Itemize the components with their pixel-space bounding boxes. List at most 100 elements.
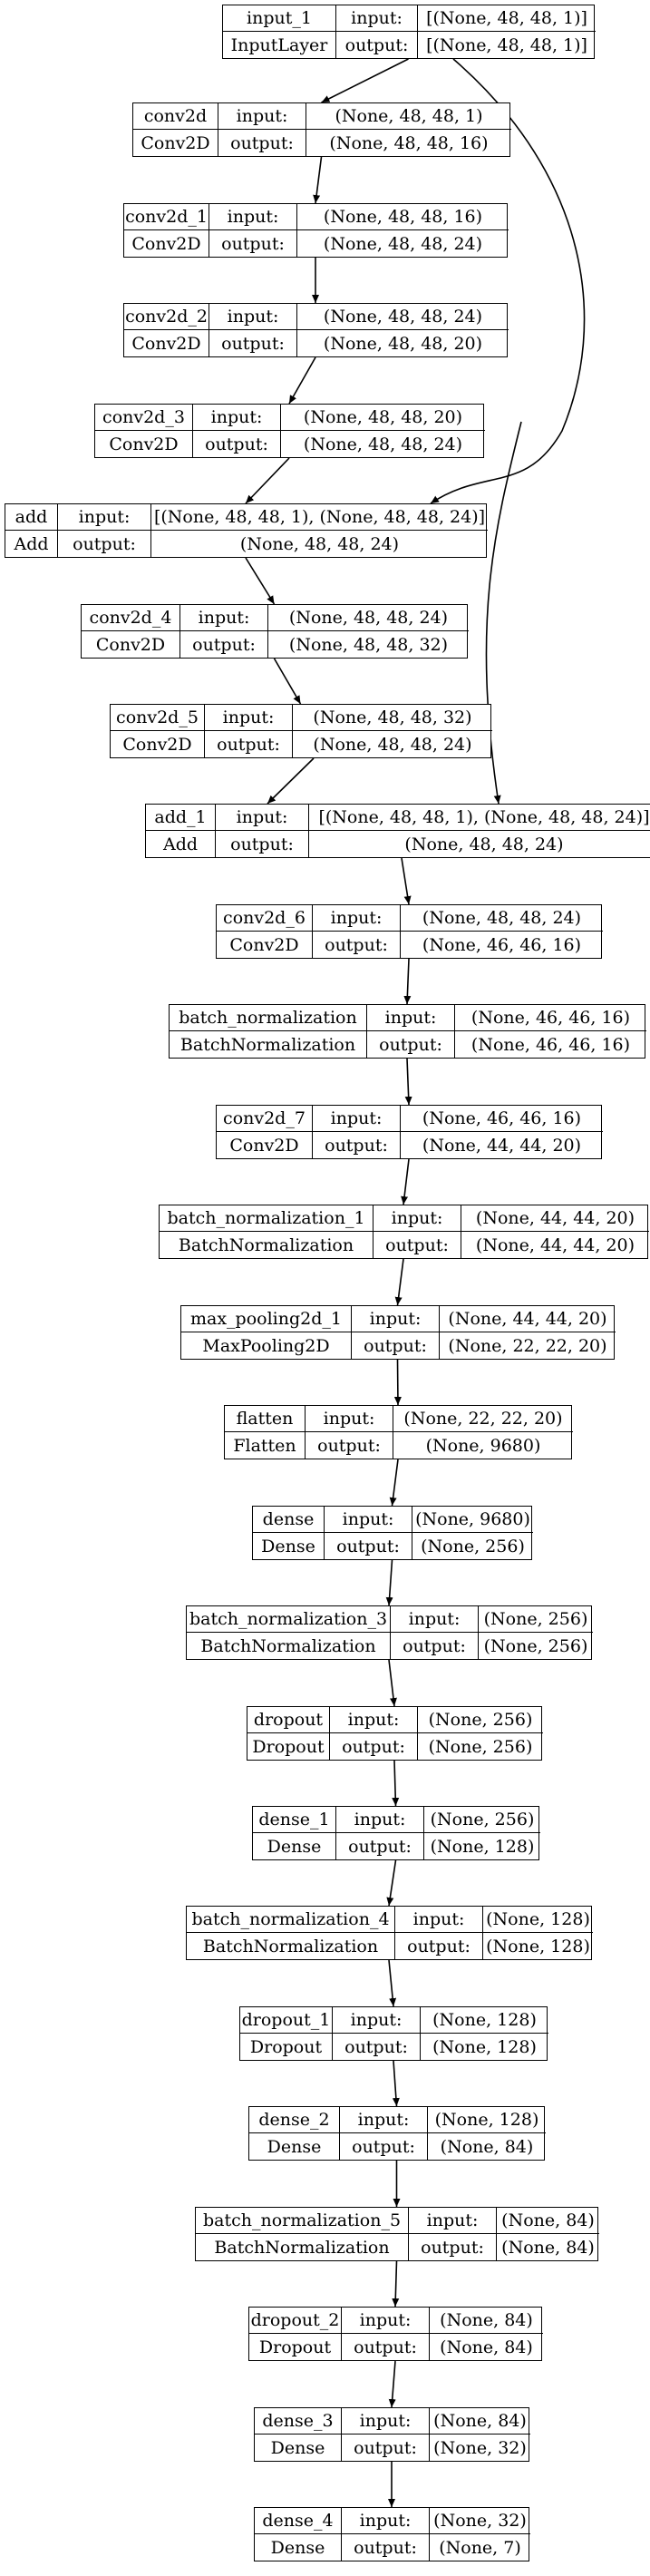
input-label: input: [391,1606,479,1633]
input-label: input: [409,2208,497,2234]
input-label: input: [209,304,297,330]
layer-name: batch_normalization [170,1005,367,1031]
input-label: input: [218,103,306,130]
input-shape: (None, 256) [424,1807,540,1833]
output-label: output: [352,1332,440,1359]
edge-conv2d-4-to-conv2d-5 [273,658,302,705]
output-label: output: [313,1132,401,1158]
edge-dense-1-to-batch-normalization-4 [386,1859,397,1907]
input-label: input: [205,705,293,731]
layer-type: Conv2D [217,932,313,958]
output-label: output: [340,2133,428,2160]
layer-type: Dense [253,1833,336,1859]
input-shape: (None, 46, 46, 16) [401,1106,603,1132]
edge-dense-to-batch-normalization-3 [385,1559,393,1606]
layer-type: BatchNormalization [160,1232,374,1258]
output-label: output: [180,631,268,658]
edge-batch-normalization-to-conv2d-7 [404,1058,412,1106]
edge-conv2d-5-to-add-1 [267,757,315,805]
output-shape: (None, 48, 48, 24) [239,533,400,554]
layer-type: Conv2D [124,230,209,257]
edge-dropout-1-to-dense-2 [392,2060,400,2107]
input-shape: (None, 128) [428,2107,546,2133]
layer-type: InputLayer [223,32,336,58]
output-shape: (None, 44, 44, 20) [475,1234,635,1255]
input-shape: (None, 84) [430,2308,543,2334]
edge-conv2d-7-to-batch-normalization-1 [401,1158,410,1205]
layer-type: Add [146,831,216,857]
output-label: output: [209,330,297,356]
edge-add-1-to-conv2d-6 [401,857,412,905]
layer-type: Dropout [240,2034,333,2060]
edge-flatten-to-dense [389,1459,399,1507]
layer-name: dropout [247,1707,330,1733]
layer-name: dense [253,1507,325,1533]
output-label: output: [325,1533,412,1559]
layer-type: Flatten [225,1432,306,1459]
layer-name: conv2d_6 [217,905,313,932]
output-shape: (None, 48, 48, 24) [323,233,483,254]
input-label: input: [333,2007,421,2034]
output-label: output: [342,2534,430,2561]
input-label: input: [209,204,297,230]
input-shape: (None, 128) [483,1907,593,1933]
layer-type: MaxPooling2D [181,1332,352,1359]
output-label: output: [209,230,297,257]
output-shape: (None, 128) [430,1836,535,1857]
layer-type: Dropout [247,1733,330,1760]
input-shape: [(None, 48, 48, 1), (None, 48, 48, 24)] [309,805,650,831]
edge-dropout-to-dense-1 [392,1760,400,1807]
layer-name: dense_2 [249,2107,340,2133]
layer-name: dropout_1 [240,2007,333,2034]
output-shape: (None, 48, 48, 32) [288,634,449,655]
input-label: input: [342,2508,430,2534]
layer-type: BatchNormalization [187,1633,391,1659]
output-shape: (None, 22, 22, 20) [448,1335,607,1356]
output-shape: (None, 256) [428,1736,533,1757]
output-shape: (None, 256) [483,1635,588,1656]
layer-type: Dense [249,2133,340,2160]
output-label: output: [216,831,309,857]
output-label: output: [333,2034,421,2060]
layer-type: Conv2D [124,330,209,356]
layer-name: conv2d_4 [82,605,180,631]
output-label: output: [336,1833,424,1859]
layer-name: dense_3 [255,2408,342,2435]
layer-name: dense_1 [253,1807,336,1833]
input-shape: (None, 48, 48, 16) [297,204,509,230]
input-label: input: [193,405,281,431]
input-label: input: [374,1205,461,1232]
output-shape: (None, 48, 48, 16) [329,132,489,153]
edge-batch-normalization-5-to-dropout-2 [392,2260,400,2308]
input-shape: (None, 22, 22, 20) [393,1406,573,1432]
output-shape: (None, 7) [439,2537,521,2558]
layer-name: batch_normalization_4 [187,1907,395,1933]
output-label: output: [395,1933,483,1959]
layer-name: batch_normalization_3 [187,1606,391,1633]
edge-dropout-2-to-dense-3 [388,2360,396,2408]
layer-name: conv2d [133,103,218,130]
output-label: output: [367,1031,455,1058]
output-label: output: [313,932,401,958]
edge-input-1-to-add [430,58,586,504]
output-label: output: [391,1633,479,1659]
input-shape: (None, 48, 48, 20) [281,405,485,431]
edge-conv2d-2-to-conv2d-3 [288,356,316,405]
output-label: output: [330,1733,418,1760]
layer-type: Conv2D [82,631,180,658]
